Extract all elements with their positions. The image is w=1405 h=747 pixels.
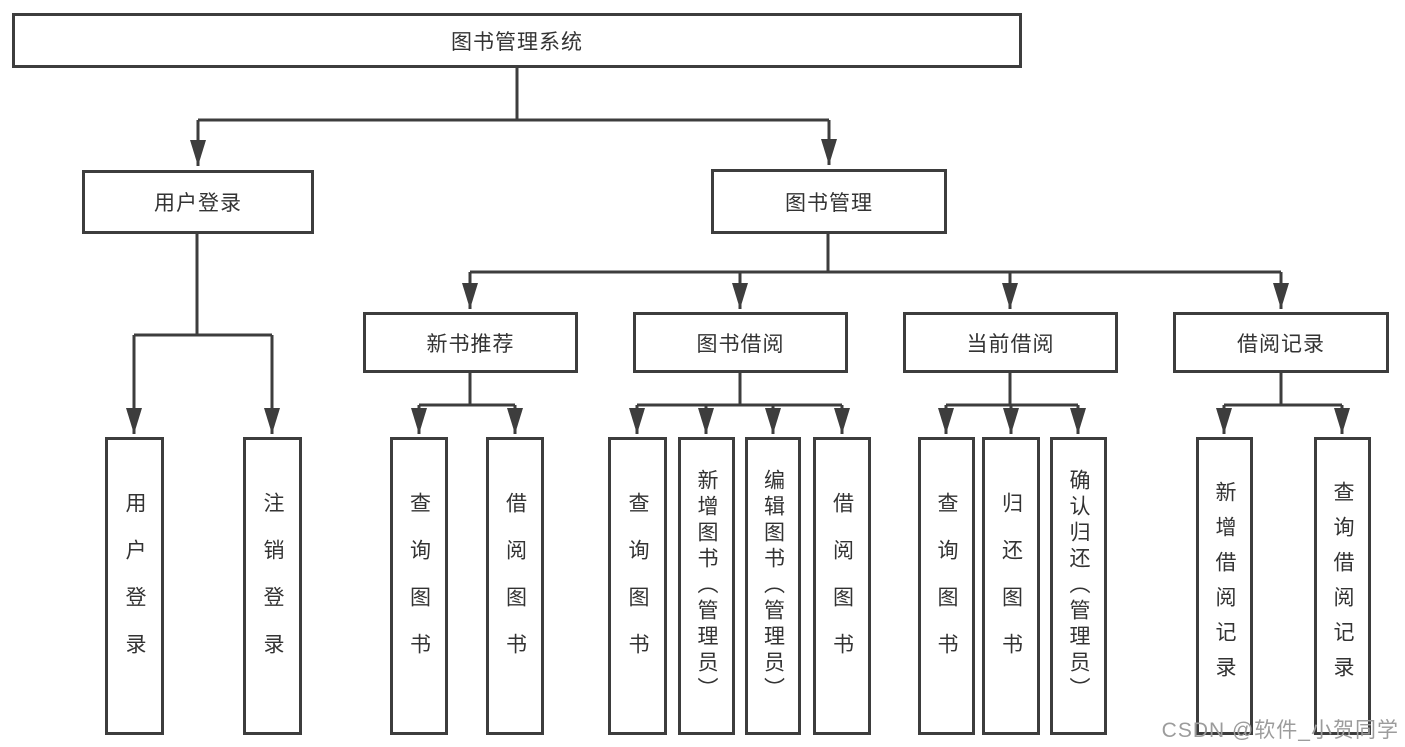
leaf-logout: 注销登录 bbox=[243, 437, 302, 735]
leaf-current-query-books-label: 查询图书 bbox=[935, 492, 958, 680]
leaf-return-books-label: 归还图书 bbox=[999, 492, 1023, 680]
leaf-add-books-admin: 新增图书（管理员） bbox=[678, 437, 735, 735]
node-current-borrowing-label: 当前借阅 bbox=[966, 332, 1055, 356]
node-book-management-branch-label: 图书管理 bbox=[785, 191, 873, 215]
node-book-borrowing: 图书借阅 bbox=[633, 312, 848, 373]
leaf-newbook-borrow-books: 借阅图书 bbox=[486, 437, 544, 735]
leaf-borrowing-query-books-label: 查询图书 bbox=[626, 492, 649, 680]
leaf-query-borrow-record-label: 查询借阅记录 bbox=[1331, 481, 1354, 691]
leaf-user-login-label: 用户登录 bbox=[123, 492, 146, 680]
leaf-newbook-query-books: 查询图书 bbox=[390, 437, 448, 735]
node-new-book-recommend: 新书推荐 bbox=[363, 312, 578, 373]
leaf-add-borrow-record-label: 新增借阅记录 bbox=[1213, 481, 1236, 691]
leaf-query-borrow-record: 查询借阅记录 bbox=[1314, 437, 1371, 735]
leaf-add-borrow-record: 新增借阅记录 bbox=[1196, 437, 1253, 735]
leaf-add-books-admin-label: 新增图书（管理员） bbox=[695, 469, 718, 703]
leaf-edit-books-admin-label: 编辑图书（管理员） bbox=[761, 469, 785, 703]
leaf-logout-label: 注销登录 bbox=[261, 492, 284, 680]
leaf-user-login: 用户登录 bbox=[105, 437, 164, 735]
node-user-login-branch-label: 用户登录 bbox=[154, 192, 242, 215]
node-book-borrowing-label: 图书借阅 bbox=[696, 332, 785, 356]
node-borrowing-records: 借阅记录 bbox=[1173, 312, 1389, 373]
node-new-book-recommend-label: 新书推荐 bbox=[426, 332, 515, 356]
node-root-library-system: 图书管理系统 bbox=[12, 13, 1022, 68]
leaf-edit-books-admin: 编辑图书（管理员） bbox=[745, 437, 801, 735]
leaf-borrowing-query-books: 查询图书 bbox=[608, 437, 667, 735]
node-book-management-branch: 图书管理 bbox=[711, 169, 947, 234]
csdn-watermark: CSDN @软件_小贺同学 bbox=[1161, 719, 1399, 742]
leaf-newbook-query-books-label: 查询图书 bbox=[407, 492, 431, 680]
leaf-confirm-return-admin-label: 确认归还（管理员） bbox=[1067, 469, 1090, 703]
node-user-login-branch: 用户登录 bbox=[82, 170, 314, 234]
leaf-current-query-books: 查询图书 bbox=[918, 437, 975, 735]
node-borrowing-records-label: 借阅记录 bbox=[1237, 332, 1325, 356]
leaf-borrowing-borrow-books-label: 借阅图书 bbox=[830, 492, 854, 680]
node-root-label: 图书管理系统 bbox=[451, 30, 583, 54]
node-current-borrowing: 当前借阅 bbox=[903, 312, 1118, 373]
leaf-return-books: 归还图书 bbox=[982, 437, 1040, 735]
leaf-borrowing-borrow-books: 借阅图书 bbox=[813, 437, 871, 735]
leaf-confirm-return-admin: 确认归还（管理员） bbox=[1050, 437, 1107, 735]
leaf-newbook-borrow-books-label: 借阅图书 bbox=[503, 492, 527, 680]
